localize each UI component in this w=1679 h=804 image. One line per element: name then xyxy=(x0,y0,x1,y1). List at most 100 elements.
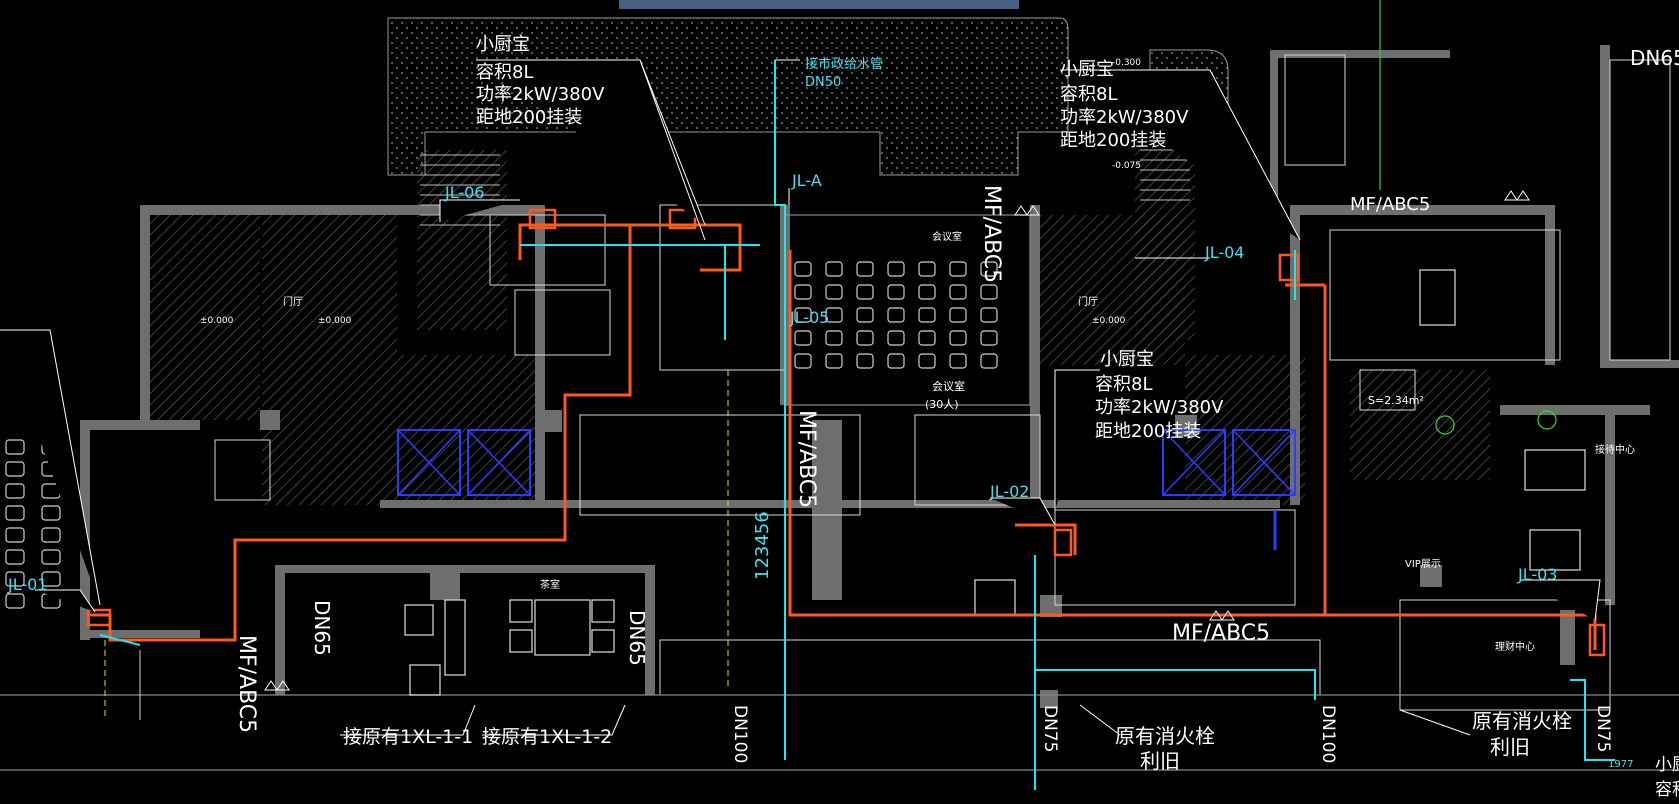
hydrant-reuse: 利旧 xyxy=(1490,735,1530,759)
pipe-diameter: DN65 xyxy=(310,600,334,656)
heater-volume: 容积 xyxy=(1655,780,1679,800)
connection-notes: 接原有1XL-1-1 接原有1XL-1-2 xyxy=(343,726,612,748)
seat xyxy=(5,549,25,565)
meeting-room-name: 会议室 xyxy=(932,379,965,393)
seat xyxy=(5,461,25,477)
extinguisher-labels: MF/ABC5 MF/ABC5 MF/ABC5 MF/ABC5 MF/ABC5 xyxy=(234,185,1430,733)
room-label: 会议室 xyxy=(932,230,962,243)
room-label: 门厅 xyxy=(283,295,303,308)
level-mark: ±0.000 xyxy=(1092,316,1126,326)
hydrant-note: 原有消火栓 xyxy=(1115,724,1215,748)
seat xyxy=(41,571,61,587)
meeting-room-capacity: (30人) xyxy=(925,398,959,411)
extinguisher-label: MF/ABC5 xyxy=(794,410,819,508)
room-outlines xyxy=(0,54,1679,771)
room-label: 理财中心 xyxy=(1495,640,1535,653)
seat xyxy=(918,330,936,346)
pipe-diameter: DN100 xyxy=(1318,705,1338,763)
seat xyxy=(887,261,905,277)
seat xyxy=(856,284,874,300)
riser-tag: JL-03 xyxy=(1517,565,1557,584)
seat xyxy=(918,353,936,369)
seat xyxy=(825,307,843,323)
meeting-seats xyxy=(794,261,998,369)
heater-power: 功率2kW/380V xyxy=(1060,107,1189,128)
toolbar-strip xyxy=(619,0,1019,9)
seat xyxy=(5,527,25,543)
seat xyxy=(949,284,967,300)
pipe-diameter-labels: DN65 DN65 DN65 DN100 DN100 DN75 DN75 xyxy=(310,46,1679,763)
pipe-diameter: DN75 xyxy=(1040,705,1060,752)
heater-note-top-left: 小厨宝 容积8L 功率2kW/380V 距地200挂装 xyxy=(476,34,605,128)
hydrant-reuse: 利旧 xyxy=(1140,749,1180,773)
seat xyxy=(5,439,25,455)
seat xyxy=(794,330,812,346)
seat xyxy=(949,307,967,323)
heater-power: 功率2kW/380V xyxy=(1095,397,1224,418)
riser-tag: JL-01 xyxy=(7,575,47,594)
staircases xyxy=(420,149,1190,226)
seat xyxy=(949,261,967,277)
seat xyxy=(41,505,61,521)
room-label: VIP展示 xyxy=(1405,558,1441,570)
scale-note: 1977 xyxy=(1608,759,1633,770)
furniture xyxy=(404,269,1586,696)
seat xyxy=(980,261,998,277)
heater-mount: 距地200挂装 xyxy=(1060,130,1166,151)
level-marks: ±0.000 ±0.000 ±0.000 -0.300 -0.075 xyxy=(200,58,1141,326)
seat xyxy=(887,330,905,346)
heater-power: 功率2kW/380V xyxy=(476,84,605,105)
seat xyxy=(825,284,843,300)
extinguisher-label: MF/ABC5 xyxy=(1172,621,1270,646)
heater-note-mid: 小厨宝 容积8L 功率2kW/380V 距地200挂装 xyxy=(1095,349,1224,442)
vertical-code: 123456 xyxy=(752,511,773,580)
connection-note: 接原有1XL-1-2 xyxy=(482,726,612,748)
room-label: 门厅 xyxy=(1078,295,1098,308)
seat xyxy=(5,593,25,609)
seat xyxy=(5,571,25,587)
heater-name: 小厨宝 xyxy=(1100,349,1154,370)
supply-pipe-size: DN50 xyxy=(805,75,841,90)
seat xyxy=(856,330,874,346)
seat xyxy=(856,353,874,369)
supply-pipe-title: 接市政给水管 xyxy=(805,56,883,72)
seat xyxy=(794,353,812,369)
room-label: 接待中心 xyxy=(1595,443,1635,456)
hydrant-notes: 原有消火栓 利旧 原有消火栓 利旧 xyxy=(1115,709,1572,773)
seat xyxy=(980,353,998,369)
seat xyxy=(41,527,61,543)
heater-volume: 容积8L xyxy=(476,62,533,83)
seat xyxy=(980,330,998,346)
supply-pipe-note: 接市政给水管 DN50 xyxy=(805,56,883,90)
heater-note-top-right: 小厨宝 容积8L 功率2kW/380V 距地200挂装 xyxy=(1060,59,1189,151)
seat xyxy=(5,483,25,499)
riser-tag: JL-A xyxy=(791,171,822,190)
lift-shafts xyxy=(397,429,1296,550)
pipe-diameter: DN65 xyxy=(1630,46,1679,70)
seat xyxy=(825,330,843,346)
riser-tag: JL-05 xyxy=(789,308,829,327)
seat xyxy=(5,505,25,521)
level-mark: ±0.000 xyxy=(318,316,352,326)
seat xyxy=(887,284,905,300)
seat xyxy=(918,261,936,277)
connection-note: 接原有1XL-1-1 xyxy=(343,726,473,748)
riser-tag: JL-02 xyxy=(989,482,1029,501)
heater-note-bottom-right: 小厨 容积 xyxy=(1655,755,1679,800)
seat xyxy=(980,307,998,323)
pipe-diameter: DN100 xyxy=(730,705,750,763)
riser-tags: JL-06 JL-A JL-05 JL-04 JL-02 JL-01 JL-03 xyxy=(7,171,1557,594)
seat xyxy=(794,307,812,323)
level-mark: ±0.000 xyxy=(200,316,234,326)
hydrant-note: 原有消火栓 xyxy=(1472,709,1572,733)
seat xyxy=(949,353,967,369)
seat xyxy=(794,284,812,300)
seat xyxy=(918,284,936,300)
riser-tag: JL-04 xyxy=(1204,243,1244,262)
extinguisher-symbols xyxy=(264,190,1530,691)
seat xyxy=(825,353,843,369)
heater-name: 小厨宝 xyxy=(476,34,530,55)
seat xyxy=(856,307,874,323)
extinguisher-label: MF/ABC5 xyxy=(979,185,1004,283)
